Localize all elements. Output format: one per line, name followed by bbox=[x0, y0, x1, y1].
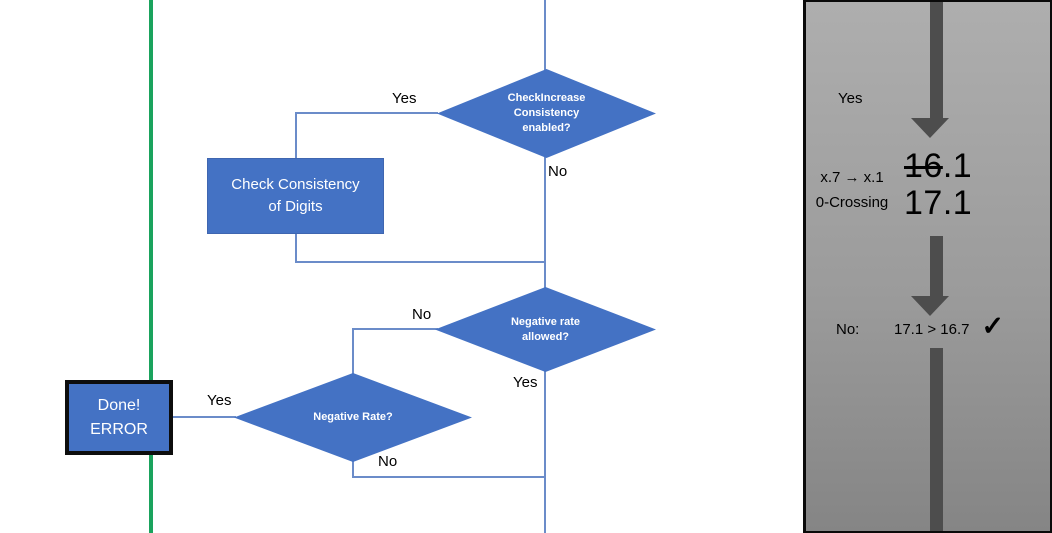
down-arrow-head-icon bbox=[911, 118, 949, 138]
detail-panel: Yes x.7 → x.1 0-Crossing 16.1 17.1 No: 1… bbox=[803, 0, 1052, 533]
branch-label-yes-negative-rate-allowed: Yes bbox=[513, 374, 538, 391]
panel-result-row: No: 17.1 > 16.7 ✓ bbox=[836, 311, 1005, 345]
decision-negative-rate-allowed: Negative rate allowed? bbox=[435, 287, 656, 372]
decision-check-increase-consistency: CheckIncrease Consistency enabled? bbox=[437, 69, 656, 158]
branch-label-no-negative-rate-allowed: No bbox=[412, 306, 432, 323]
panel-old-value: 16.1 bbox=[904, 147, 973, 185]
connector-no2-vertical bbox=[352, 328, 354, 375]
branch-label-yes-check-increase: Yes bbox=[392, 90, 417, 107]
down-arrow-head-icon bbox=[911, 296, 949, 316]
connector-no2-horizontal bbox=[353, 328, 438, 330]
branch-label-yes-negative-rate: Yes bbox=[207, 392, 232, 409]
connector-yes1-horizontal bbox=[296, 112, 438, 114]
connector-done-horizontal bbox=[172, 416, 236, 418]
connector-yes1-vertical bbox=[295, 112, 297, 159]
panel-rule-text: x.7 → x.1 0-Crossing bbox=[806, 165, 898, 215]
panel-rule-line2: 0-Crossing bbox=[815, 194, 889, 211]
connector-process-out-horizontal bbox=[296, 261, 545, 263]
panel-result-no-label: No: bbox=[836, 321, 860, 338]
connector-no3-horizontal bbox=[353, 476, 545, 478]
connector-process-out-vertical bbox=[295, 234, 297, 263]
terminator-done-error: Done! ERROR bbox=[65, 380, 173, 455]
down-arrow-icon bbox=[930, 348, 943, 531]
connector-no3-vertical bbox=[352, 458, 354, 478]
panel-result-comparison: 17.1 > 16.7 bbox=[894, 321, 970, 338]
panel-values: 16.1 17.1 bbox=[904, 148, 972, 222]
down-arrow-icon bbox=[930, 2, 943, 118]
panel-new-value: 17.1 bbox=[904, 184, 973, 222]
down-arrow-icon bbox=[930, 236, 943, 296]
process-check-consistency-of-digits: Check Consistency of Digits bbox=[207, 158, 384, 234]
decision-negative-rate: Negative Rate? bbox=[234, 373, 472, 462]
connector-main-vertical bbox=[544, 0, 546, 533]
panel-yes-label: Yes bbox=[838, 90, 863, 107]
branch-label-no-check-increase: No bbox=[548, 163, 568, 180]
check-mark-icon: ✓ bbox=[981, 311, 1005, 341]
panel-rule-line1: x.7 → x.1 bbox=[820, 169, 884, 186]
green-divider-line bbox=[149, 0, 153, 533]
branch-label-no-negative-rate: No bbox=[378, 453, 398, 470]
